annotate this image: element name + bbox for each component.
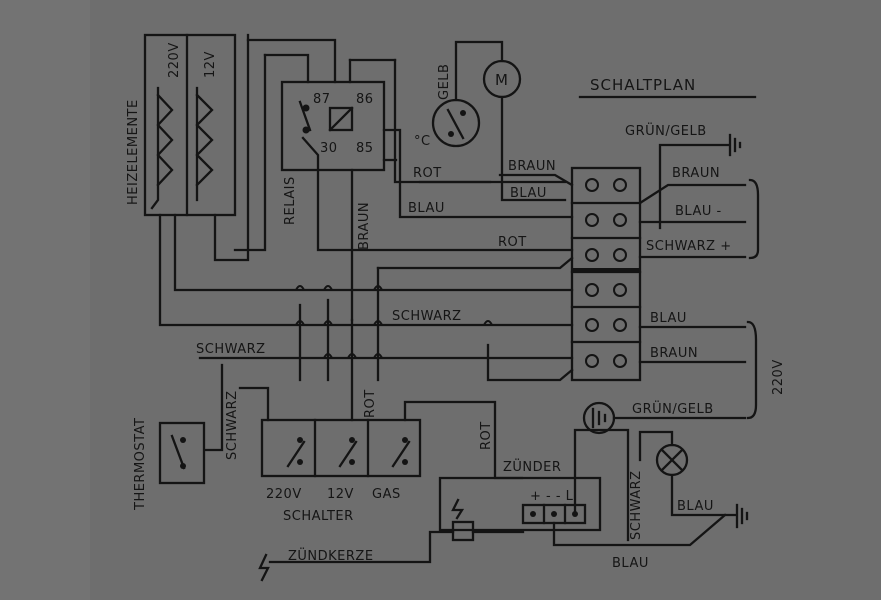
label-blau-minus: BLAU - xyxy=(675,204,722,219)
thermostat-box xyxy=(158,421,206,485)
switch-panel-box xyxy=(260,418,422,478)
label-blau-220: BLAU xyxy=(650,311,687,326)
wire-rot-zuender: ROT xyxy=(479,421,494,450)
heating-220v-label: 220V xyxy=(167,42,182,78)
label-220v-supply: 220V xyxy=(771,359,786,395)
igniter-pin-labels: + - - L xyxy=(530,489,574,504)
diagram-title: SCHALTPLAN xyxy=(590,76,696,94)
label-gruen-gelb-earth: GRÜN/GELB xyxy=(632,400,714,417)
heating-elements-label: HEIZELEMENTE xyxy=(126,99,141,205)
lamp: SCHWARZ BLAU BLAU xyxy=(552,428,749,571)
switch-panel: 220V 12V GAS SCHALTER xyxy=(260,418,422,524)
wire-blau-lamp: BLAU xyxy=(677,499,714,514)
wire-rot-2: ROT xyxy=(498,235,527,250)
wire-braun-top: BRAUN xyxy=(508,159,556,174)
label-braun-right: BRAUN xyxy=(672,166,720,181)
switch-gas-label: GAS xyxy=(372,487,401,502)
label-schwarz-plus: SCHWARZ + xyxy=(646,239,732,254)
heating-12v-label: 12V xyxy=(203,51,218,78)
relay-label: RELAIS xyxy=(283,176,298,225)
wiring: ROT BLAU BRAUN BRAUN BLAU ROT SCHWARZ SC… xyxy=(158,33,574,480)
thermostat-label: THERMOSTAT xyxy=(133,418,148,511)
thermostat: THERMOSTAT xyxy=(133,418,206,511)
gelb-label: GELB xyxy=(437,64,452,100)
switch-220v-label: 220V xyxy=(266,487,302,502)
relay-box xyxy=(280,80,386,172)
wire-blau-bottom: BLAU xyxy=(612,556,649,571)
relay-terminal-85: 85 xyxy=(356,141,374,156)
terminal-block-frame xyxy=(570,166,642,382)
igniter-label: ZÜNDER xyxy=(503,458,561,475)
celsius-label: °C xyxy=(414,134,431,149)
label-gruen-gelb-top: GRÜN/GELB xyxy=(625,122,707,139)
heating-elements-box xyxy=(143,33,237,217)
relay-terminal-86: 86 xyxy=(356,92,374,107)
wire-crossovers xyxy=(295,285,493,359)
spark-plug-label: ZÜNDKERZE xyxy=(288,547,374,564)
earth-symbol-top xyxy=(728,133,742,157)
wire-blau-1: BLAU xyxy=(408,201,445,216)
relay: 87 86 30 85 RELAIS xyxy=(280,80,386,225)
wire-schwarz-vertical: SCHWARZ xyxy=(225,390,240,460)
terminal-block xyxy=(570,166,642,382)
wire-rot-1: ROT xyxy=(413,166,442,181)
wire-blau-top: BLAU xyxy=(510,186,547,201)
heating-elements: HEIZELEMENTE 220V 12V xyxy=(126,33,237,217)
wire-braun-relay: BRAUN xyxy=(357,202,372,250)
relay-coil xyxy=(328,106,354,132)
label-braun-220: BRAUN xyxy=(650,346,698,361)
wire-schwarz-mid: SCHWARZ xyxy=(392,309,462,324)
motor-label: M xyxy=(495,71,509,89)
relay-terminal-30: 30 xyxy=(320,141,338,156)
wire-rot-vertical: ROT xyxy=(363,389,378,418)
fan-assembly: M GELB °C xyxy=(414,40,567,202)
relay-terminal-87: 87 xyxy=(313,92,331,107)
wire-schwarz-left: SCHWARZ xyxy=(196,342,266,357)
switch-12v-label: 12V xyxy=(327,487,354,502)
paper-edge-shade xyxy=(0,0,90,600)
wire-schwarz-lamp: SCHWARZ xyxy=(629,470,644,540)
switch-panel-label: SCHALTER xyxy=(283,509,354,524)
